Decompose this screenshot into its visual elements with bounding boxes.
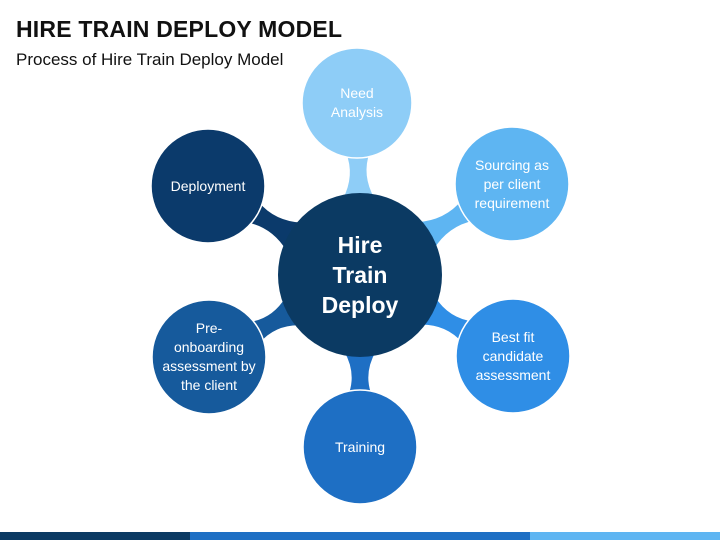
node-circles bbox=[150, 47, 571, 505]
node-circle-best-fit bbox=[455, 298, 571, 414]
node-circle-pre-onboarding bbox=[151, 299, 267, 415]
node-label-training: Training bbox=[334, 438, 386, 455]
node-circle-need-analysis bbox=[301, 47, 413, 159]
connector-need-analysis bbox=[342, 151, 375, 200]
node-circle-sourcing bbox=[454, 126, 570, 242]
hub-circle bbox=[278, 193, 442, 357]
footer-segment-mid bbox=[190, 532, 530, 540]
page-title: HIRE TRAIN DEPLOY MODEL bbox=[16, 16, 343, 42]
hub-label: Hire Train Deploy bbox=[321, 232, 399, 318]
node-label-pre-onboarding: Pre- onboarding assessment by the client bbox=[162, 320, 256, 393]
page-subtitle: Process of Hire Train Deploy Model bbox=[16, 50, 284, 69]
node-label-need-analysis: Need Analysis bbox=[330, 85, 384, 120]
connector-training bbox=[344, 351, 376, 396]
footer-segment-dark bbox=[0, 532, 190, 540]
node-circle-deployment bbox=[150, 128, 266, 244]
node-circle-training bbox=[302, 389, 418, 505]
node-label-sourcing: Sourcing as per client requirement bbox=[474, 156, 550, 211]
footer-segment-light bbox=[530, 532, 720, 540]
node-label-best-fit: Best fit candidate assessment bbox=[475, 328, 551, 383]
node-label-deployment: Deployment bbox=[170, 177, 246, 194]
footer-bar bbox=[0, 532, 720, 540]
